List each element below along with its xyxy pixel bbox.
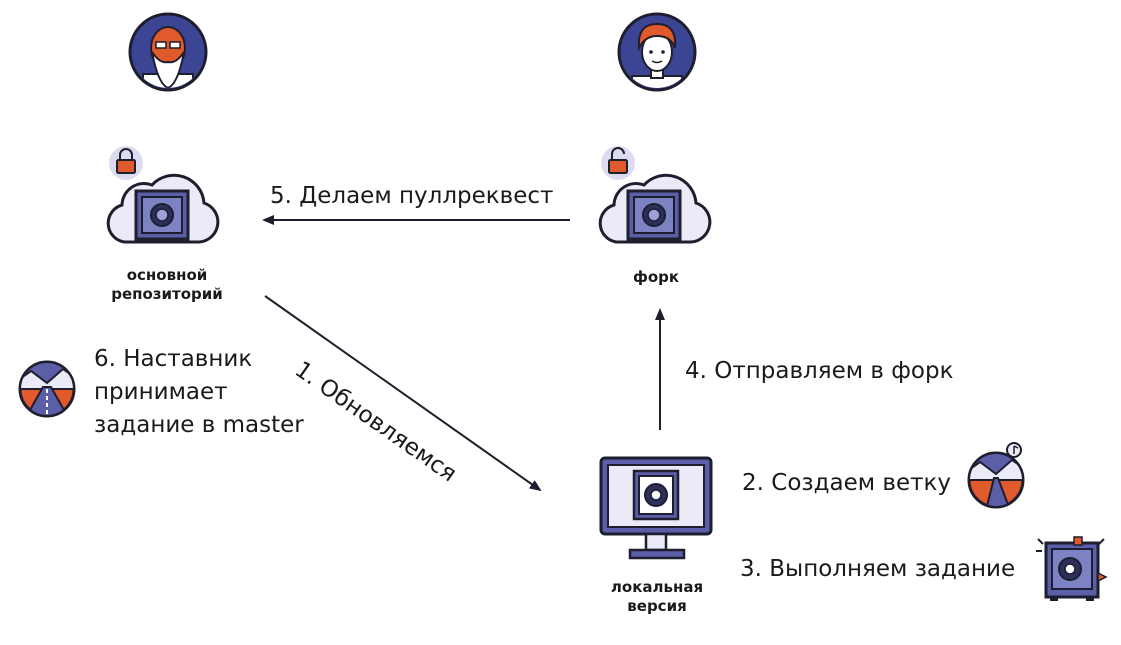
step-6-label: 6. Наставник принимает задание в master [94,343,304,442]
main-repo-cloud-icon [106,146,220,244]
main-repo-label-line1: основной [126,266,208,284]
arrow-update [264,295,542,492]
local-monitor-icon [599,456,713,560]
step-3-label: 3. Выполняем задание [740,556,1016,582]
local-label-line1: локальная [610,578,704,596]
fork-cloud-icon [598,146,712,244]
step-5-label: 5. Делаем пуллреквест [270,183,554,209]
local-label: локальная версия [592,578,722,616]
road-fork-icon [967,442,1025,509]
step-6-line1: 6. Наставник [94,346,253,372]
main-repo-label: основной репозиторий [104,266,230,304]
step-2-label: 2. Создаем ветку [742,470,952,496]
student-avatar [617,12,697,92]
step-6-line2: принимает [94,379,228,405]
local-label-line2: версия [627,597,687,615]
step-4-label: 4. Отправляем в форк [685,358,954,384]
safe-task-icon [1036,536,1108,601]
road-merge-icon [18,360,76,418]
fork-label: форк [632,268,680,286]
mentor-avatar [128,12,208,92]
main-repo-label-line2: репозиторий [111,285,223,303]
step-6-line3: задание в master [94,412,304,438]
